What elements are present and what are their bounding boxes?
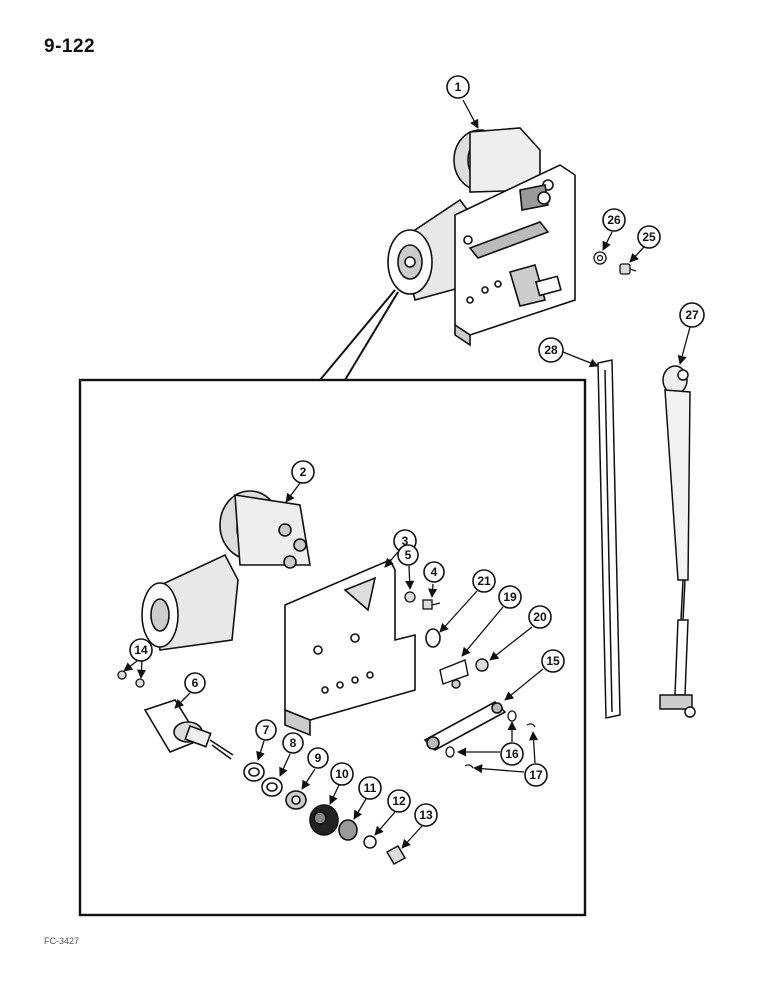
seal-7: [243, 762, 265, 782]
callout-27: 27: [677, 302, 705, 365]
callout-label-3: 3: [402, 534, 409, 548]
callout-7: 7: [255, 719, 277, 761]
callout-label-1: 1: [455, 80, 462, 94]
wiper-blade: [597, 359, 621, 719]
callout-16: 16: [457, 721, 524, 766]
callout-6: 6: [174, 672, 206, 709]
assembled-motor-unit: [387, 127, 576, 347]
callout-label-15: 15: [546, 654, 560, 668]
callout-label-21: 21: [477, 574, 491, 588]
callout-label-11: 11: [364, 781, 377, 795]
spindle-housing: [143, 699, 234, 760]
nut-9: [285, 790, 307, 810]
figure-code: FC-3427: [44, 936, 80, 946]
screw-14: [117, 670, 145, 688]
pin-19: [439, 659, 469, 689]
exploded-view-frame: [78, 378, 587, 917]
callout-17: 17: [473, 731, 548, 787]
callout-8: 8: [279, 732, 304, 777]
nut-20: [475, 658, 489, 672]
callout-26: 26: [602, 208, 626, 251]
bushing-11: [338, 819, 358, 841]
callout-5: 5: [397, 544, 419, 590]
mounting-plate: [284, 558, 416, 737]
callout-label-8: 8: [290, 736, 297, 750]
callout-label-5: 5: [405, 548, 412, 562]
nut-5: [404, 591, 416, 603]
page-number: 9-122: [44, 36, 96, 57]
callout-label-27: 27: [685, 308, 699, 322]
cap-13: [385, 844, 407, 866]
callout-13: 13: [401, 803, 438, 849]
bushing-10: [309, 804, 339, 836]
lock-washer-26: [593, 251, 607, 265]
callout-label-12: 12: [392, 794, 406, 808]
callout-9: 9: [301, 747, 329, 790]
inset-leader: [319, 289, 399, 381]
callout-10: 10: [329, 762, 354, 805]
callout-14: 14: [123, 638, 153, 679]
washer-8: [261, 777, 283, 797]
callout-label-2: 2: [300, 465, 307, 479]
callout-label-16: 16: [505, 747, 519, 761]
callout-12: 12: [374, 789, 411, 836]
callout-label-20: 20: [533, 610, 547, 624]
callout-label-26: 26: [607, 213, 621, 227]
callout-28: 28: [538, 337, 599, 368]
callout-15: 15: [504, 649, 565, 701]
callout-label-17: 17: [529, 768, 543, 782]
callout-19: 19: [461, 585, 522, 657]
callout-21: 21: [439, 569, 496, 633]
callout-label-19: 19: [503, 590, 517, 604]
clips-17: [464, 723, 536, 769]
screw-25: [619, 263, 637, 275]
crank-arm: [423, 701, 507, 751]
callout-label-6: 6: [192, 676, 199, 690]
washers-16: [445, 710, 517, 758]
nut-12: [363, 835, 377, 849]
wiper-motor: [141, 490, 311, 651]
callout-2: 2: [285, 460, 315, 503]
callout-11: 11: [353, 776, 382, 820]
callout-label-13: 13: [419, 808, 433, 822]
callout-20: 20: [489, 605, 552, 661]
washer-21: [425, 628, 441, 648]
callout-label-28: 28: [544, 343, 558, 357]
callout-label-4: 4: [431, 565, 438, 579]
callout-1: 1: [446, 75, 479, 129]
callout-label-9: 9: [315, 751, 322, 765]
callout-4: 4: [423, 561, 445, 598]
callout-label-25: 25: [642, 230, 656, 244]
callout-label-14: 14: [134, 643, 148, 657]
bolt-4: [422, 599, 441, 610]
callout-label-7: 7: [263, 723, 270, 737]
wiper-arm: [659, 365, 696, 718]
callout-label-10: 10: [335, 767, 349, 781]
callout-25: 25: [629, 225, 661, 263]
